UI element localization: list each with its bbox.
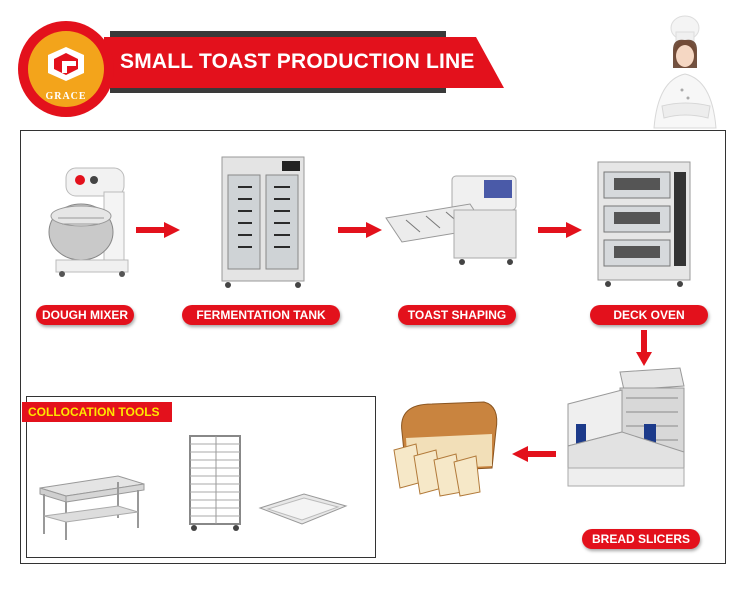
header-banner xyxy=(104,37,504,88)
arrow-left-icon xyxy=(512,446,556,462)
work-table-image xyxy=(39,475,145,540)
arrow-right-icon xyxy=(538,222,582,238)
label-deck-oven: DECK OVEN xyxy=(590,305,708,325)
collocation-tools-frame xyxy=(26,396,376,558)
page-title: SMALL TOAST PRODUCTION LINE xyxy=(120,50,475,73)
label-dough-mixer: DOUGH MIXER xyxy=(36,305,134,325)
label-fermentation-tank: FERMENTATION TANK xyxy=(182,305,340,325)
bread-slicer-image xyxy=(567,367,685,487)
logo-text: GRACE xyxy=(45,91,87,102)
arrow-down-icon xyxy=(636,330,652,366)
tray-rack-image xyxy=(189,435,241,531)
toast-shaping-image xyxy=(385,175,517,265)
toast-bread-image xyxy=(393,401,498,497)
label-bread-slicers: BREAD SLICERS xyxy=(582,529,700,549)
arrow-right-icon xyxy=(136,222,180,238)
chef-image xyxy=(653,15,717,129)
collocation-tools-title: COLLOCATION TOOLS xyxy=(22,402,172,422)
deck-oven-image xyxy=(597,161,691,287)
label-toast-shaping: TOAST SHAPING xyxy=(398,305,516,325)
fermentation-tank-image xyxy=(221,156,305,288)
production-line-frame xyxy=(20,130,726,564)
dough-mixer-image xyxy=(48,167,129,277)
baking-tray-image xyxy=(258,493,348,525)
arrow-right-icon xyxy=(338,222,382,238)
grace-logo: GRACE xyxy=(18,21,114,117)
